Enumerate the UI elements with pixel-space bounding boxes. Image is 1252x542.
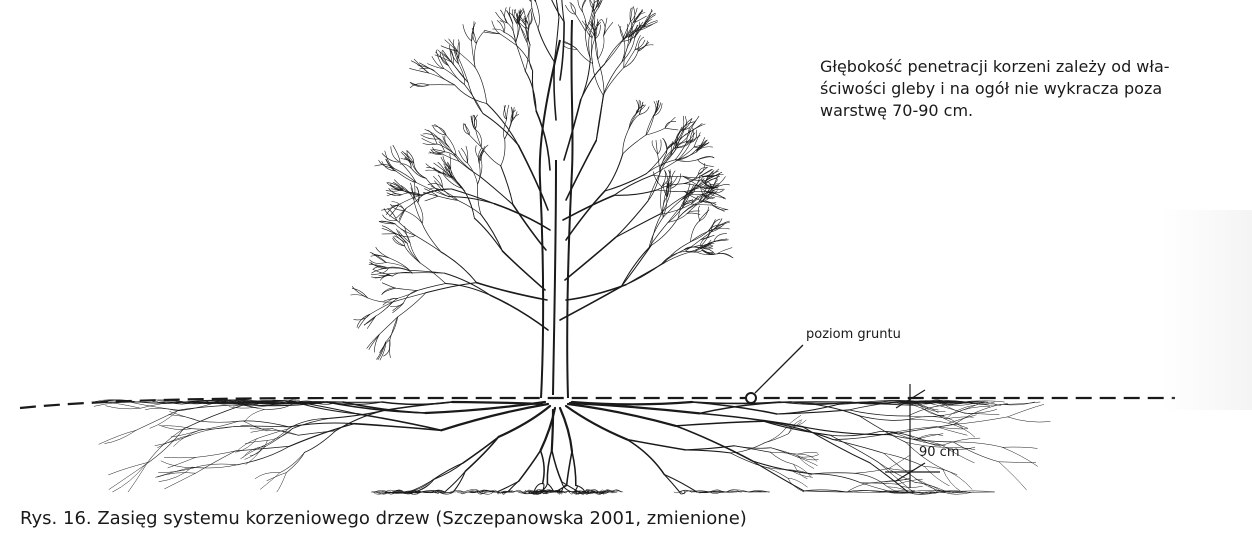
ground-level-label: poziom gruntu <box>806 327 901 342</box>
depth-label: 90 cm <box>919 445 960 460</box>
scan-edge-shade <box>1162 210 1252 410</box>
tree-trunk <box>540 20 573 398</box>
description-line: Głębokość penetracji korzeni zależy od w… <box>820 56 1182 78</box>
description-line: ściwości gleby i na ogół nie wykracza po… <box>820 78 1182 100</box>
figure-caption-text: Zasięg systemu korzeniowego drzew (Szcze… <box>92 508 747 529</box>
ground-level-marker <box>746 393 756 403</box>
tree-crown <box>351 0 733 360</box>
figure-number: Rys. 16. <box>20 508 92 529</box>
root-system <box>93 400 1050 495</box>
description-text: Głębokość penetracji korzeni zależy od w… <box>820 56 1182 122</box>
description-line: warstwę 70-90 cm. <box>820 100 1182 122</box>
figure-caption: Rys. 16. Zasięg systemu korzeniowego drz… <box>20 508 747 529</box>
ground-label-leader <box>755 345 803 393</box>
